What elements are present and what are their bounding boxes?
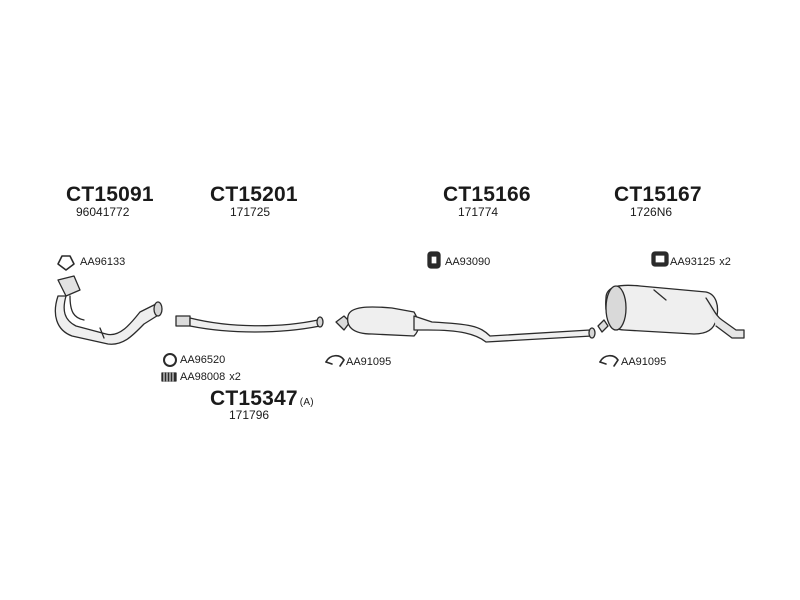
clamp-icon xyxy=(325,354,345,367)
front-pipe-part[interactable] xyxy=(175,315,324,333)
accessory-spring-qty: x2 xyxy=(229,371,241,383)
accessory-clamp-rear-label: AA91095 xyxy=(621,356,667,368)
middle-silencer-part[interactable] xyxy=(335,306,596,343)
downpipe-ref: 96041772 xyxy=(76,205,130,219)
joint-pipe-code: CT15347(A) xyxy=(210,387,314,411)
rubber-mount-icon xyxy=(427,251,441,269)
accessory-gasket-label: AA96133 xyxy=(80,256,126,268)
rear-silencer-code: CT15167 xyxy=(614,183,702,206)
downpipe-part[interactable] xyxy=(54,275,163,345)
rear-silencer-ref: 1726N6 xyxy=(630,205,673,219)
rubber-mount-icon xyxy=(651,251,669,267)
accessory-clamp-label: AA91095 xyxy=(346,356,392,368)
joint-pipe-code-text: CT15347 xyxy=(210,387,298,410)
joint-pipe-ref: 171796 xyxy=(229,408,270,422)
clamp-icon xyxy=(599,354,619,367)
joint-pipe-suffix: (A) xyxy=(299,397,314,408)
downpipe-code: CT15091 xyxy=(66,183,154,206)
accessory-spring-code: AA98008 xyxy=(180,371,226,383)
accessory-mount-x2-code: AA93125 xyxy=(670,256,716,268)
front-pipe-code: CT15201 xyxy=(210,183,298,206)
ring-gasket-icon xyxy=(163,353,177,367)
middle-silencer-code: CT15166 xyxy=(443,183,531,206)
accessory-mount-label: AA93090 xyxy=(445,256,491,268)
accessory-ring-label: AA96520 xyxy=(180,354,226,366)
rear-silencer-part[interactable] xyxy=(597,284,745,339)
front-pipe-ref: 171725 xyxy=(230,205,271,219)
spring-icon xyxy=(161,372,177,382)
triangle-gasket-icon xyxy=(57,255,75,271)
middle-silencer-ref: 171774 xyxy=(458,205,499,219)
accessory-mount-x2-qty: x2 xyxy=(719,256,731,268)
